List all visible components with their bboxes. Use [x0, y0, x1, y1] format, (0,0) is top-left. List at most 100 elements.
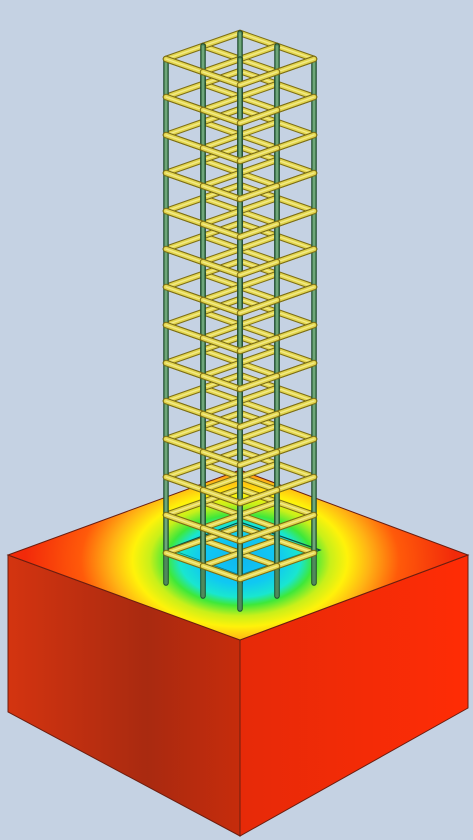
frame-beam-front-highlight	[165, 248, 204, 263]
frame-beam-front-highlight	[165, 552, 204, 567]
frame-beam-highlight	[202, 463, 241, 478]
frame-beam-front-highlight	[276, 286, 315, 301]
frame-beam-front-highlight	[202, 261, 241, 276]
frame-beam-highlight	[202, 501, 241, 516]
frame-beam-front-highlight	[276, 476, 315, 491]
frame-beam-highlight	[276, 83, 315, 98]
frame-beam-front-highlight	[239, 299, 278, 314]
frame-beam-highlight	[202, 96, 241, 111]
frame-beam-highlight	[239, 83, 278, 98]
frame-beam-front-highlight	[202, 185, 241, 200]
frame-beam-highlight	[202, 248, 241, 263]
frame-beam-front-highlight	[239, 413, 278, 428]
frame-beam-highlight	[165, 235, 204, 250]
frame-beam-highlight	[239, 45, 278, 60]
frame-beam-highlight	[239, 235, 278, 250]
frame-beam-front-highlight	[202, 565, 241, 580]
frame-beam-highlight	[239, 324, 278, 339]
frame-beam-front-highlight	[239, 375, 278, 390]
frame-beam-highlight	[276, 121, 315, 136]
frame-beam-highlight	[239, 134, 278, 149]
frame-beam-highlight	[165, 45, 204, 60]
frame-beam-front-highlight	[165, 514, 204, 529]
frame-beam-highlight	[239, 362, 278, 377]
frame-beam-highlight	[239, 210, 278, 225]
frame-beam-highlight	[202, 349, 241, 364]
frame-beam-highlight	[165, 83, 204, 98]
frame-beam-front-highlight	[165, 286, 204, 301]
frame-beam-highlight	[239, 273, 278, 288]
frame-beam-highlight	[165, 463, 204, 478]
frame-beam-front-highlight	[165, 172, 204, 187]
frame-beam-highlight	[276, 159, 315, 174]
frame-beam-front-highlight	[239, 337, 278, 352]
frame-beam-highlight	[202, 552, 241, 567]
frame-beam-front-highlight	[239, 71, 278, 86]
frame-beam-front-highlight	[239, 147, 278, 162]
frame-beam-highlight	[202, 539, 241, 554]
frame-beam-front-highlight	[202, 527, 241, 542]
frame-beam-front-highlight	[165, 400, 204, 415]
frame-beam-highlight	[239, 400, 278, 415]
frame-beam-highlight	[202, 514, 241, 529]
frame-beam-highlight	[202, 273, 241, 288]
frame-beam-highlight	[202, 235, 241, 250]
frame-beam-front-highlight	[276, 552, 315, 567]
frame-beam-highlight	[202, 45, 241, 60]
frame-beam-front-highlight	[202, 109, 241, 124]
frame-beam-highlight	[165, 273, 204, 288]
frame-beam-highlight	[202, 476, 241, 491]
frame-beam-highlight	[276, 387, 315, 402]
frame-beam-highlight	[202, 400, 241, 415]
frame-beam-highlight	[202, 324, 241, 339]
frame-beam-front-highlight	[202, 223, 241, 238]
frame-beam-front-highlight	[276, 400, 315, 415]
frame-beam-highlight	[165, 425, 204, 440]
frame-beam-highlight	[202, 32, 241, 47]
frame-beam-front-highlight	[202, 451, 241, 466]
frame-beam-highlight	[239, 514, 278, 529]
frame-beam-highlight	[202, 387, 241, 402]
frame-beam-highlight	[276, 501, 315, 516]
frame-beam-highlight	[276, 197, 315, 212]
frame-beam-front-highlight	[276, 438, 315, 453]
frame-beam-highlight	[165, 501, 204, 516]
frame-beam-front-highlight	[202, 413, 241, 428]
frame-beam-highlight	[239, 501, 278, 516]
frame-beam-highlight	[239, 286, 278, 301]
frame-beam-highlight	[165, 539, 204, 554]
frame-beam-front-highlight	[239, 565, 278, 580]
frame-beam-highlight	[239, 438, 278, 453]
frame-beam-front-highlight	[165, 96, 204, 111]
frame-beam-front-highlight	[202, 375, 241, 390]
steel-rebar-frame	[162, 29, 318, 612]
frame-beam-highlight	[202, 425, 241, 440]
frame-beam-highlight	[239, 96, 278, 111]
frame-beam-highlight	[202, 172, 241, 187]
frame-beam-front-highlight	[165, 134, 204, 149]
frame-beam-front-highlight	[239, 451, 278, 466]
frame-beam-front-highlight	[202, 71, 241, 86]
frame-beam-front-highlight	[276, 210, 315, 225]
frame-beam-front-highlight	[202, 147, 241, 162]
frame-beam-highlight	[239, 311, 278, 326]
frame-beam-highlight	[239, 552, 278, 567]
frame-beam-front-highlight	[165, 324, 204, 339]
frame-beam-front-highlight	[276, 172, 315, 187]
frame-beam-front-highlight	[239, 109, 278, 124]
frame-beam-highlight	[239, 387, 278, 402]
frame-beam-highlight	[202, 134, 241, 149]
frame-beam-highlight	[165, 121, 204, 136]
frame-beam-highlight	[276, 235, 315, 250]
frame-beam-highlight	[276, 425, 315, 440]
frame-beam-highlight	[202, 197, 241, 212]
frame-beam-highlight	[276, 45, 315, 60]
frame-beam-highlight	[239, 121, 278, 136]
frame-beam-highlight	[276, 463, 315, 478]
frame-beam-front-highlight	[202, 489, 241, 504]
frame-beam-front-highlight	[165, 438, 204, 453]
frame-beam-front-highlight	[239, 261, 278, 276]
frame-beam-front-highlight	[202, 337, 241, 352]
